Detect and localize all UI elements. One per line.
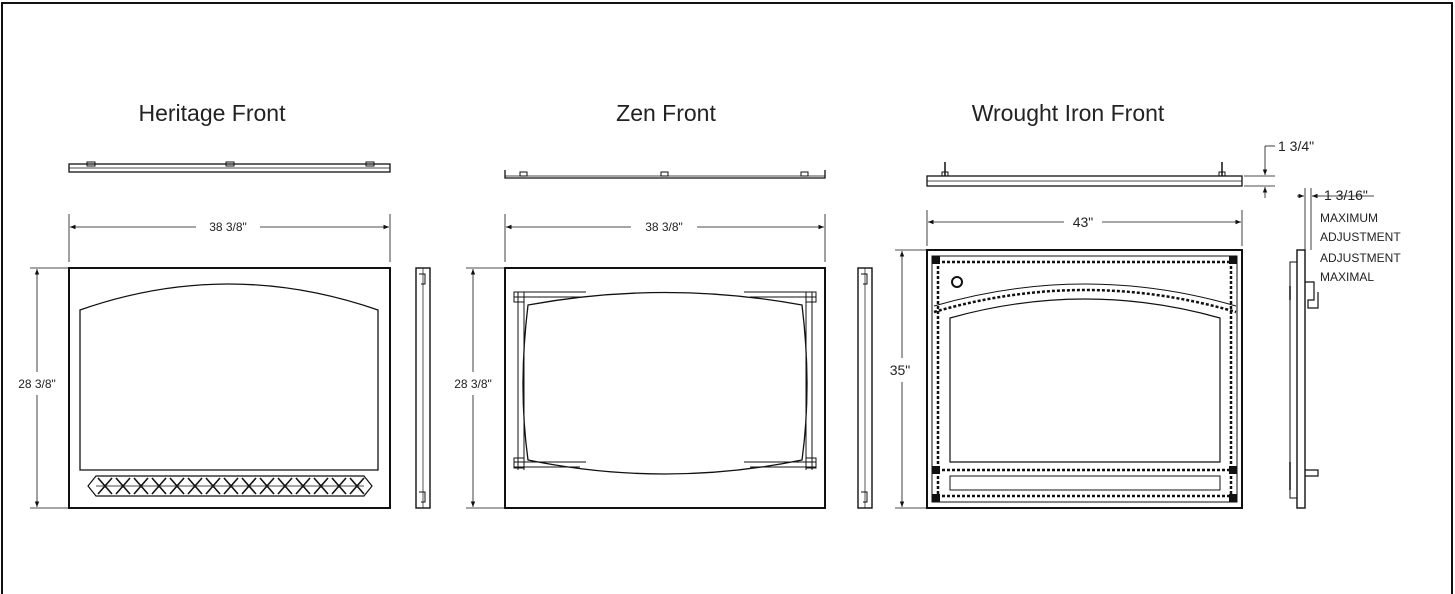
adjustment-note-line1: MAXIMUM (1320, 211, 1378, 225)
heritage-front-view (68, 267, 391, 509)
zen-front-view (504, 267, 826, 509)
wrought-title: Wrought Iron Front (972, 100, 1165, 126)
heritage-top-view (68, 161, 391, 173)
adjustment-value-label: 1 3/16" (1324, 187, 1368, 203)
wrought-depth-label: 1 3/4" (1278, 138, 1314, 154)
adjustment-note-line4: MAXIMAL (1320, 270, 1374, 284)
wrought-side-view (1289, 249, 1319, 509)
zen-front: Zen Front 38 3/8" 28 3/8" (454, 100, 873, 509)
heritage-width-dimension: 38 3/8" (68, 214, 391, 262)
wrought-front-view (926, 249, 1243, 509)
zen-side-view (857, 267, 873, 509)
heritage-height-label: 28 3/8" (18, 377, 56, 391)
wrought-top-view (926, 162, 1243, 187)
wrought-depth-dimension: 1 3/4" (1244, 138, 1314, 198)
heritage-height-dimension: 28 3/8" (18, 267, 68, 509)
adjustment-note-line3: ADJUSTMENT (1320, 251, 1401, 265)
zen-height-dimension: 28 3/8" (454, 267, 504, 509)
zen-width-label: 38 3/8" (645, 220, 683, 234)
wrought-iron-front: Wrought Iron Front 1 3/4" 43" (890, 100, 1401, 509)
heritage-width-label: 38 3/8" (209, 220, 247, 234)
adjustment-note-line2: ADJUSTMENT (1320, 230, 1401, 244)
heritage-grille (87, 475, 373, 497)
heritage-title: Heritage Front (138, 100, 286, 126)
adjustment-dimension: 1 3/16" MAXIMUM ADJUSTMENT ADJUSTMENT MA… (1297, 187, 1401, 284)
zen-top-view (504, 170, 826, 179)
wrought-height-label: 35" (890, 362, 911, 378)
wrought-emblem (951, 276, 963, 288)
zen-height-label: 28 3/8" (454, 377, 492, 391)
zen-width-dimension: 38 3/8" (504, 214, 826, 262)
heritage-side-view (415, 267, 431, 509)
zen-title: Zen Front (616, 100, 716, 126)
wrought-width-dimension: 43" (926, 210, 1243, 246)
wrought-height-dimension: 35" (890, 249, 926, 509)
heritage-front: Heritage Front 38 3/8" 28 3/8" (18, 100, 431, 509)
wrought-width-label: 43" (1073, 214, 1094, 230)
